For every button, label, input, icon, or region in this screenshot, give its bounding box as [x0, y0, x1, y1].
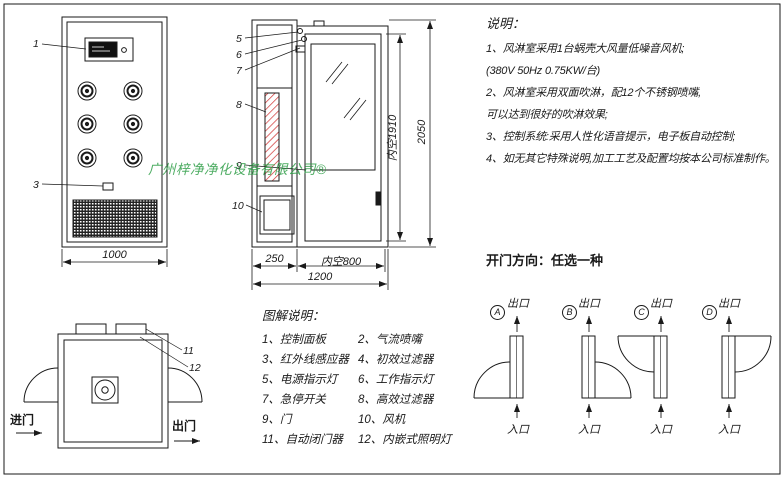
note-line: 3、控制系统:采用人性化语音提示，电子板自动控制; [486, 131, 736, 143]
dimension-inner-height: 内空1910 [387, 114, 399, 162]
note-line: 可以达到很好的吹淋效果; [486, 109, 608, 121]
legend-row: 11、自动闭门器 12、内嵌式照明灯 [262, 430, 472, 450]
callout-8: 8 [236, 99, 242, 111]
legend-title: 图解说明： [262, 309, 325, 323]
option-d-entry-label: 入口 [718, 424, 740, 436]
door-frame [296, 25, 389, 248]
option-b-exit-label: 出口 [578, 298, 600, 310]
front-view [61, 16, 168, 248]
option-c-entry-label: 入口 [650, 424, 672, 436]
dimension-front-width: 1000 [102, 249, 127, 261]
callout-1: 1 [33, 38, 39, 50]
legend-item: 10、风机 [358, 414, 406, 426]
option-a-badge: A [490, 305, 505, 320]
legend-item: 1、控制面板 [262, 334, 326, 346]
entry-door-swing [23, 367, 59, 403]
work-light [301, 36, 307, 42]
fan-box [259, 195, 295, 235]
dimension-inner-width: 内空800 [320, 256, 362, 268]
callout-leaders [41, 31, 307, 368]
company-watermark: 广州梓净净化设备有限公司® [148, 162, 327, 177]
dimension-total-height: 2050 [416, 119, 428, 145]
entry-label: 进门 [10, 413, 35, 427]
callout-10: 10 [232, 200, 244, 212]
option-d-exit-label: 出口 [718, 298, 740, 310]
legend-row: 9、门 10、风机 [262, 410, 472, 430]
option-c-badge: C [634, 305, 649, 320]
option-b-badge: B [562, 305, 577, 320]
option-b-entry-label: 入口 [578, 424, 600, 436]
note-line: (380V 50Hz 0.75KW/台) [486, 65, 600, 77]
callout-11: 11 [183, 345, 194, 357]
legend-item: 6、工作指示灯 [358, 374, 434, 386]
hepa-filter-hatch [264, 92, 280, 182]
sheet-border [3, 3, 781, 475]
legend-item: 8、高效过滤器 [358, 394, 434, 406]
legend-row: 1、控制面板 2、气流喷嘴 [262, 330, 472, 350]
callout-9: 9 [236, 160, 242, 172]
dimension-side-depth: 250 [265, 253, 284, 265]
callout-3: 3 [33, 179, 39, 191]
legend-block: 图解说明： 1、控制面板 2、气流喷嘴 3、红外线感应器 4、初效过滤器 5、电源指… [262, 305, 472, 450]
notes-block: 说明： 1、风淋室采用1台蜗壳大风量低噪音风机; (380V 50Hz 0.75… [486, 13, 780, 170]
power-light [297, 28, 303, 34]
door-direction-title: 开门方向：任选一种 [486, 253, 604, 268]
dimension-lines [61, 19, 436, 290]
door-glass [310, 43, 376, 171]
exit-door-swing [167, 367, 203, 403]
notes-title: 说明： [486, 16, 526, 31]
callout-7: 7 [236, 65, 242, 77]
option-a-exit-label: 出口 [507, 298, 529, 310]
door-handle [375, 191, 382, 206]
top-view [16, 323, 203, 449]
callout-6: 6 [236, 49, 242, 61]
legend-item: 12、内嵌式照明灯 [358, 434, 452, 446]
door-closer [313, 20, 325, 27]
legend-row: 5、电源指示灯 6、工作指示灯 [262, 370, 472, 390]
callout-5: 5 [236, 33, 242, 45]
legend-item: 4、初效过滤器 [358, 354, 434, 366]
air-grille [72, 199, 158, 238]
lamp-plan [115, 323, 147, 335]
fan-plan [94, 379, 116, 401]
infrared-sensor [102, 182, 114, 191]
legend-item: 9、门 [262, 414, 292, 426]
door-closer-plan [75, 323, 107, 335]
dimension-total-width: 1200 [307, 271, 333, 283]
legend-item: 5、电源指示灯 [262, 374, 338, 386]
legend-row: 7、急停开关 8、高效过滤器 [262, 390, 472, 410]
exit-label: 出门 [172, 419, 197, 433]
legend-item: 3、红外线感应器 [262, 354, 349, 366]
legend-item: 11、自动闭门器 [262, 434, 343, 446]
option-c-exit-label: 出口 [650, 298, 672, 310]
callout-12: 12 [189, 362, 201, 374]
option-d-badge: D [702, 305, 717, 320]
legend-item: 7、急停开关 [262, 394, 326, 406]
option-a-entry-label: 入口 [507, 424, 529, 436]
note-line: 2、风淋室采用双面吹淋，配12个不锈钢喷嘴, [486, 87, 702, 99]
legend-item: 2、气流喷嘴 [358, 334, 422, 346]
nozzle-icons [77, 81, 143, 168]
note-line: 4、如无其它特殊说明,加工工艺及配置均按本公司标准制作。 [486, 153, 776, 165]
note-line: 1、风淋室采用1台蜗壳大风量低噪音风机; [486, 43, 685, 55]
side-view [251, 19, 389, 248]
control-panel-screen [88, 41, 118, 58]
legend-row: 3、红外线感应器 4、初效过滤器 [262, 350, 472, 370]
door-option-diagrams [473, 316, 772, 418]
